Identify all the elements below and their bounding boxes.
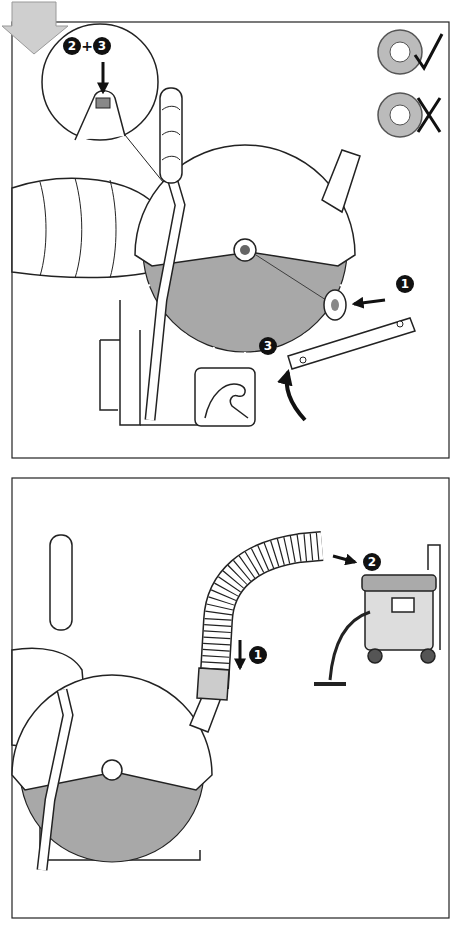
callout-number: 3 [259, 337, 277, 355]
motor-ribs [40, 178, 116, 278]
nut-wrong [378, 93, 440, 137]
press-arrow [102, 62, 105, 92]
attach-arrow [239, 640, 242, 668]
assembly-line [256, 255, 326, 300]
step-arrow [2, 2, 68, 54]
plus-sign: + [80, 37, 94, 55]
hose-outline [214, 546, 322, 688]
panel-frame [12, 22, 449, 458]
arm-symbol [205, 384, 248, 418]
spindle-thread [240, 245, 250, 255]
callout-number: 2 [63, 37, 81, 55]
spindle [102, 760, 122, 780]
clamping-flange [324, 290, 346, 320]
callout-number: 1 [249, 646, 267, 664]
hose-ribs [214, 546, 322, 688]
blade-guard [12, 675, 212, 790]
grip [50, 535, 72, 630]
callout-number: 2 [363, 553, 381, 571]
callout-number: 1 [396, 275, 414, 293]
lock-button [96, 98, 110, 108]
turn-arrow [287, 372, 305, 420]
connect-arrow [333, 556, 355, 562]
hose-collar [197, 668, 229, 700]
magnifier-leader [125, 135, 163, 182]
nut-correct [378, 30, 442, 74]
grip [160, 88, 182, 183]
spanner-pin [397, 321, 403, 327]
exhaust-pipe [322, 150, 360, 212]
suction-hose [214, 546, 322, 688]
push-arrow [354, 300, 385, 304]
panel-frame [12, 478, 449, 918]
spanner [288, 318, 415, 369]
vacuum-cleaner [314, 545, 440, 684]
force-icon [195, 368, 255, 426]
bow-handle [42, 690, 68, 870]
detail-magnifier [42, 24, 158, 140]
bow-handle-outline [42, 690, 68, 870]
bow-handle-outline [150, 178, 180, 420]
flange-hole [331, 299, 339, 311]
spanner-pin [300, 357, 306, 363]
callout-number: 3 [93, 37, 111, 55]
grip-ribs [162, 106, 180, 160]
handle-detail [75, 91, 125, 140]
bow-handle [150, 178, 180, 420]
spindle [234, 239, 256, 261]
